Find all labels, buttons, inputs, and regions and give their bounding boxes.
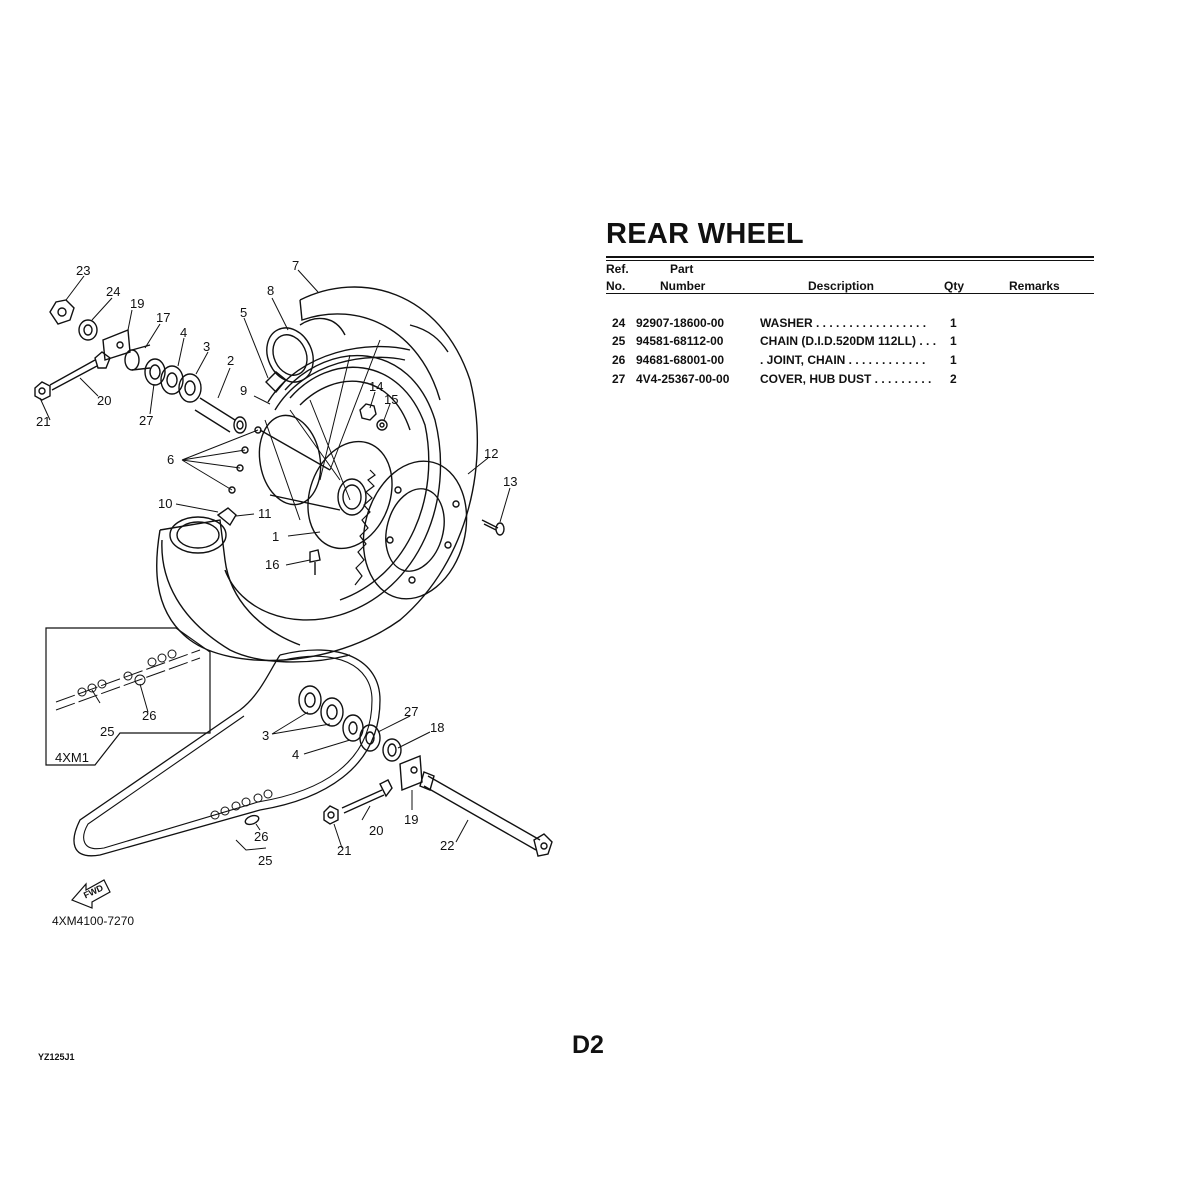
row-ref: 24 — [612, 316, 626, 330]
row-part-number: 4V4-25367-00-00 — [636, 372, 730, 386]
callout-27: 27 — [139, 413, 153, 428]
row-part-number: 94581-68112-00 — [636, 334, 724, 348]
inset-callout-25: 25 — [100, 724, 114, 739]
page-number: D2 — [572, 1031, 604, 1059]
callout-13: 13 — [503, 474, 517, 489]
header-qty: Qty — [944, 279, 965, 293]
axle-22 — [423, 775, 541, 851]
callout-19-lower: 19 — [404, 812, 418, 827]
callout-4: 4 — [180, 325, 187, 340]
header-part-line2: Number — [660, 279, 706, 293]
callout-7: 7 — [292, 258, 299, 273]
callout-6: 6 — [167, 452, 174, 467]
callout-21-lower: 21 — [337, 843, 351, 858]
callout-1: 1 — [272, 529, 279, 544]
rim — [224, 354, 442, 621]
row-part-number: 92907-18600-00 — [636, 316, 725, 330]
title-double-rule — [606, 256, 1094, 261]
exploded-parts-diagram: 23 24 19 17 4 3 2 20 21 27 7 8 5 9 14 15… — [34, 258, 553, 909]
callout-17: 17 — [156, 310, 170, 325]
row-part-number: 94681-68001-00 — [636, 353, 725, 367]
callout-11: 11 — [258, 506, 272, 521]
row-qty: 1 — [950, 334, 957, 348]
hub-flange — [307, 440, 393, 550]
row-description: CHAIN (D.I.D.520DM 112LL) . . . — [760, 334, 937, 348]
header-ref-line2: No. — [606, 279, 626, 293]
row-ref: 26 — [612, 353, 626, 367]
chain-callout-26: 26 — [254, 829, 268, 844]
callout-8: 8 — [267, 283, 274, 298]
spacer-2 — [194, 397, 236, 433]
callout-19: 19 — [130, 296, 144, 311]
callout-16: 16 — [265, 557, 279, 572]
header-ref-line1: Ref. — [606, 262, 629, 276]
nut-23 — [49, 299, 75, 325]
row-description: WASHER . . . . . . . . . . . . . . . . . — [760, 316, 927, 330]
model-code: YZ125J1 — [38, 1052, 75, 1062]
callout-9: 9 — [240, 383, 247, 398]
callout-2: 2 — [227, 353, 234, 368]
inset-label: 4XM1 — [55, 750, 89, 765]
row-qty: 2 — [950, 372, 957, 386]
callout-27-lower: 27 — [404, 704, 418, 719]
row-ref: 27 — [612, 372, 626, 386]
tube — [266, 327, 314, 383]
callout-12: 12 — [484, 446, 498, 461]
inset-callout-26: 26 — [142, 708, 156, 723]
callout-23: 23 — [76, 263, 90, 278]
header-description: Description — [808, 279, 875, 293]
header-rule — [606, 293, 1094, 294]
callout-3: 3 — [203, 339, 210, 354]
inset-box — [45, 627, 211, 766]
callout-3-lower: 3 — [262, 728, 269, 743]
header-remarks: Remarks — [1009, 279, 1060, 293]
fwd-arrow — [70, 879, 111, 909]
row-description: . JOINT, CHAIN . . . . . . . . . . . . — [760, 353, 926, 367]
sprocket — [362, 460, 468, 600]
row-ref: 25 — [612, 334, 626, 348]
callout-20: 20 — [97, 393, 111, 408]
row-description: COVER, HUB DUST . . . . . . . . . — [760, 372, 932, 386]
chain-loop — [73, 649, 381, 857]
callout-15: 15 — [384, 392, 398, 407]
callout-22: 22 — [440, 838, 454, 853]
callout-14: 14 — [369, 379, 383, 394]
callout-24: 24 — [106, 284, 120, 299]
callout-10: 10 — [158, 496, 172, 511]
page-title: REAR WHEEL — [606, 218, 804, 250]
header-part-line1: Part — [670, 262, 694, 276]
figure-code: 4XM4100-7270 — [52, 914, 135, 928]
callout-4-lower: 4 — [292, 747, 299, 762]
callout-21: 21 — [36, 414, 50, 429]
row-qty: 1 — [950, 316, 957, 330]
callout-5: 5 — [240, 305, 247, 320]
callout-20-lower: 20 — [369, 823, 383, 838]
hub-drum — [258, 414, 322, 506]
row-qty: 1 — [950, 353, 957, 367]
tire — [155, 286, 479, 662]
callout-18: 18 — [430, 720, 444, 735]
chain-callout-25: 25 — [258, 853, 272, 868]
